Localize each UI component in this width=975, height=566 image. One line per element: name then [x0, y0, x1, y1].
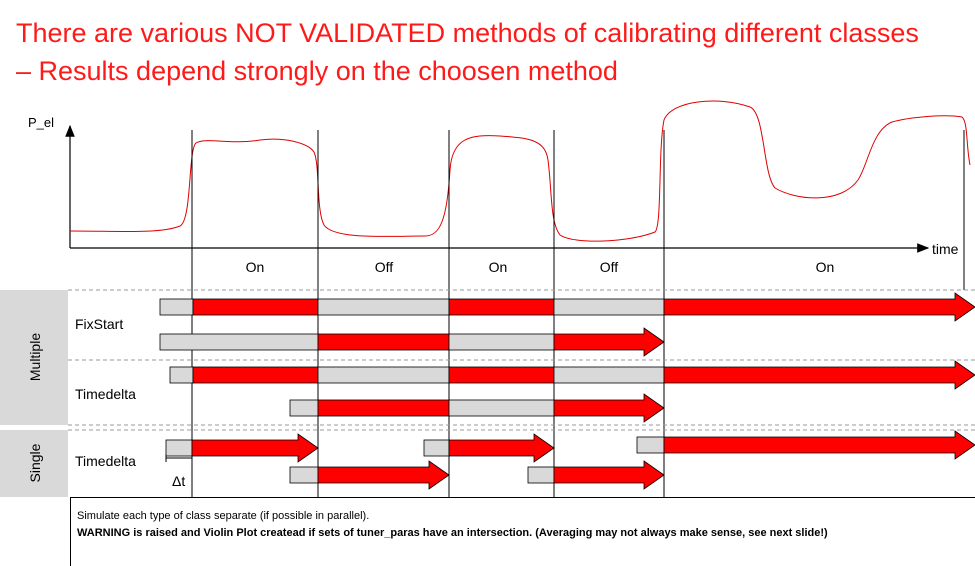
- note-line-2-warning: WARNING is raised and Violin Plot create…: [77, 527, 828, 539]
- group-single-label: Single: [27, 443, 43, 482]
- segment-active: [317, 399, 450, 417]
- segment-inactive: [159, 333, 319, 351]
- segment-inactive: [448, 333, 555, 351]
- row-label-fixstart: FixStart: [75, 316, 123, 332]
- segment-inactive: [165, 439, 193, 457]
- segment-inactive: [553, 366, 665, 384]
- arrow-active: [663, 430, 975, 460]
- segment-inactive: [448, 399, 555, 417]
- segment-active: [448, 298, 555, 316]
- x-axis-label: time: [932, 241, 959, 257]
- segment-inactive: [423, 439, 450, 457]
- arrow-active: [553, 460, 665, 490]
- row-label-timedelta-multiple: Timedelta: [75, 386, 136, 402]
- group-single-bg: [0, 430, 68, 497]
- state-label-5: On: [816, 259, 835, 275]
- state-label-4: Off: [600, 259, 619, 275]
- arrow-active: [663, 292, 975, 322]
- segment-active: [192, 366, 319, 384]
- arrow-active: [553, 327, 665, 357]
- note-line-1: Simulate each type of class separate (if…: [77, 510, 370, 522]
- note-box: Simulate each type of class separate (if…: [70, 497, 975, 566]
- slide-title-line-1: There are various NOT VALIDATED methods …: [16, 18, 919, 48]
- segment-inactive: [169, 366, 194, 384]
- segment-active: [448, 366, 555, 384]
- segment-inactive: [317, 298, 450, 316]
- group-multiple-label: Multiple: [27, 333, 43, 381]
- segment-inactive: [289, 466, 319, 484]
- segment-inactive: [553, 298, 665, 316]
- segment-active: [192, 298, 319, 316]
- segment-inactive: [317, 366, 450, 384]
- segment-inactive: [159, 298, 194, 316]
- segment-inactive: [636, 436, 665, 454]
- group-multiple-bg: [0, 290, 68, 425]
- arrow-active: [191, 433, 319, 463]
- arrow-active: [663, 360, 975, 390]
- delta-t-label: Δt: [172, 473, 185, 489]
- arrow-active: [448, 433, 555, 463]
- state-label-2: Off: [375, 259, 394, 275]
- state-label-1: On: [246, 259, 265, 275]
- segment-inactive: [527, 466, 555, 484]
- segment-active: [317, 333, 450, 351]
- y-axis-label: P_el: [28, 115, 54, 130]
- arrow-active: [553, 393, 665, 423]
- power-curve: [69, 100, 971, 242]
- state-label-3: On: [489, 259, 508, 275]
- row-label-timedelta-single: Timedelta: [75, 453, 136, 469]
- slide-title-line-2: – Results depend strongly on the choosen…: [16, 56, 618, 86]
- segment-inactive: [289, 399, 319, 417]
- arrow-active: [317, 460, 450, 490]
